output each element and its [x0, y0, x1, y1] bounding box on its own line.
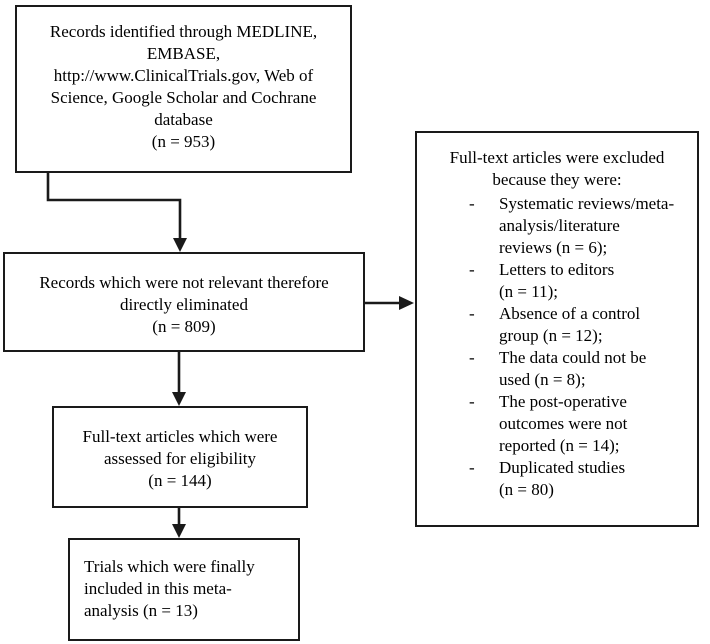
node-fulltext-excluded-heading-line-2: because they were: [492, 170, 622, 189]
node-fulltext-eligibility-count: (n = 144) [148, 471, 212, 490]
exclusion-reason-item: - Letters to editors (n = 11); [469, 259, 687, 303]
node-trials-included-line-3: analysis (n = 13) [84, 601, 198, 620]
exclusion-reason-list: - Systematic reviews/meta- analysis/lite… [417, 193, 697, 501]
node-fulltext-eligibility: Full-text articles which were assessed f… [52, 406, 308, 508]
bullet-dash-icon: - [469, 304, 475, 323]
connector-identification-to-eliminated [46, 173, 182, 243]
exclusion-reason-line: The post-operative [499, 392, 627, 411]
bullet-dash-icon: - [469, 348, 475, 367]
bullet-dash-icon: - [469, 458, 475, 477]
exclusion-reason-item: - The post-operative outcomes were not r… [469, 391, 687, 457]
exclusion-reason-line: group (n = 12); [499, 326, 603, 345]
exclusion-reason-line: Absence of a control [499, 304, 641, 323]
node-records-identified-line-4: Science, Google Scholar and Cochrane [50, 88, 317, 107]
arrowhead-eliminated [173, 238, 187, 252]
exclusion-reason-line: The data could not be [499, 348, 647, 367]
node-trials-included-line-2: included in this meta- [84, 579, 232, 598]
exclusion-reason-line: Systematic reviews/meta- [499, 194, 675, 213]
bullet-dash-icon: - [469, 260, 475, 279]
node-records-eliminated-line-2: directly eliminated [120, 295, 248, 314]
arrowhead-eligibility [172, 392, 186, 406]
node-trials-included-line-1: Trials which were finally [84, 557, 255, 576]
bullet-dash-icon: - [469, 194, 475, 213]
exclusion-reason-line: Letters to editors [499, 260, 615, 279]
node-fulltext-excluded: Full-text articles were excluded because… [415, 131, 699, 527]
node-records-eliminated: Records which were not relevant therefor… [3, 252, 365, 352]
exclusion-reason-item: - Absence of a control group (n = 12); [469, 303, 687, 347]
exclusion-reason-line: reported (n = 14); [499, 436, 620, 455]
node-records-identified-line-2: EMBASE, [146, 44, 221, 63]
node-records-identified-line-3: http://www.ClinicalTrials.gov, Web of [53, 66, 314, 85]
exclusion-reason-line: (n = 11); [499, 282, 559, 301]
node-records-eliminated-count: (n = 809) [152, 317, 216, 336]
node-records-identified-line-1: Records identified through MEDLINE, [49, 22, 318, 41]
bullet-dash-icon: - [469, 392, 475, 411]
exclusion-reason-item: - Systematic reviews/meta- analysis/lite… [469, 193, 687, 259]
node-records-identified-line-5: database [154, 110, 213, 129]
exclusion-reason-line: reviews (n = 6); [499, 238, 608, 257]
node-fulltext-eligibility-line-2: assessed for eligibility [103, 449, 257, 468]
arrowhead-excluded [399, 296, 414, 310]
node-trials-included: Trials which were finally included in th… [68, 538, 300, 641]
exclusion-reason-line: used (n = 8); [499, 370, 586, 389]
node-fulltext-eligibility-line-1: Full-text articles which were [82, 427, 278, 446]
arrowhead-included [172, 524, 186, 538]
node-records-identified: Records identified through MEDLINE, EMBA… [15, 5, 352, 173]
exclusion-reason-line: Duplicated studies [499, 458, 626, 477]
exclusion-reason-line: outcomes were not [499, 414, 628, 433]
exclusion-reason-item: - Duplicated studies (n = 80) [469, 457, 687, 501]
exclusion-reason-line: (n = 80) [499, 480, 554, 499]
node-records-eliminated-line-1: Records which were not relevant therefor… [39, 273, 329, 292]
exclusion-reason-item: - The data could not be used (n = 8); [469, 347, 687, 391]
node-records-identified-count: (n = 953) [151, 132, 216, 151]
exclusion-reason-line: analysis/literature [499, 216, 620, 235]
node-fulltext-excluded-heading-line-1: Full-text articles were excluded [449, 148, 665, 167]
